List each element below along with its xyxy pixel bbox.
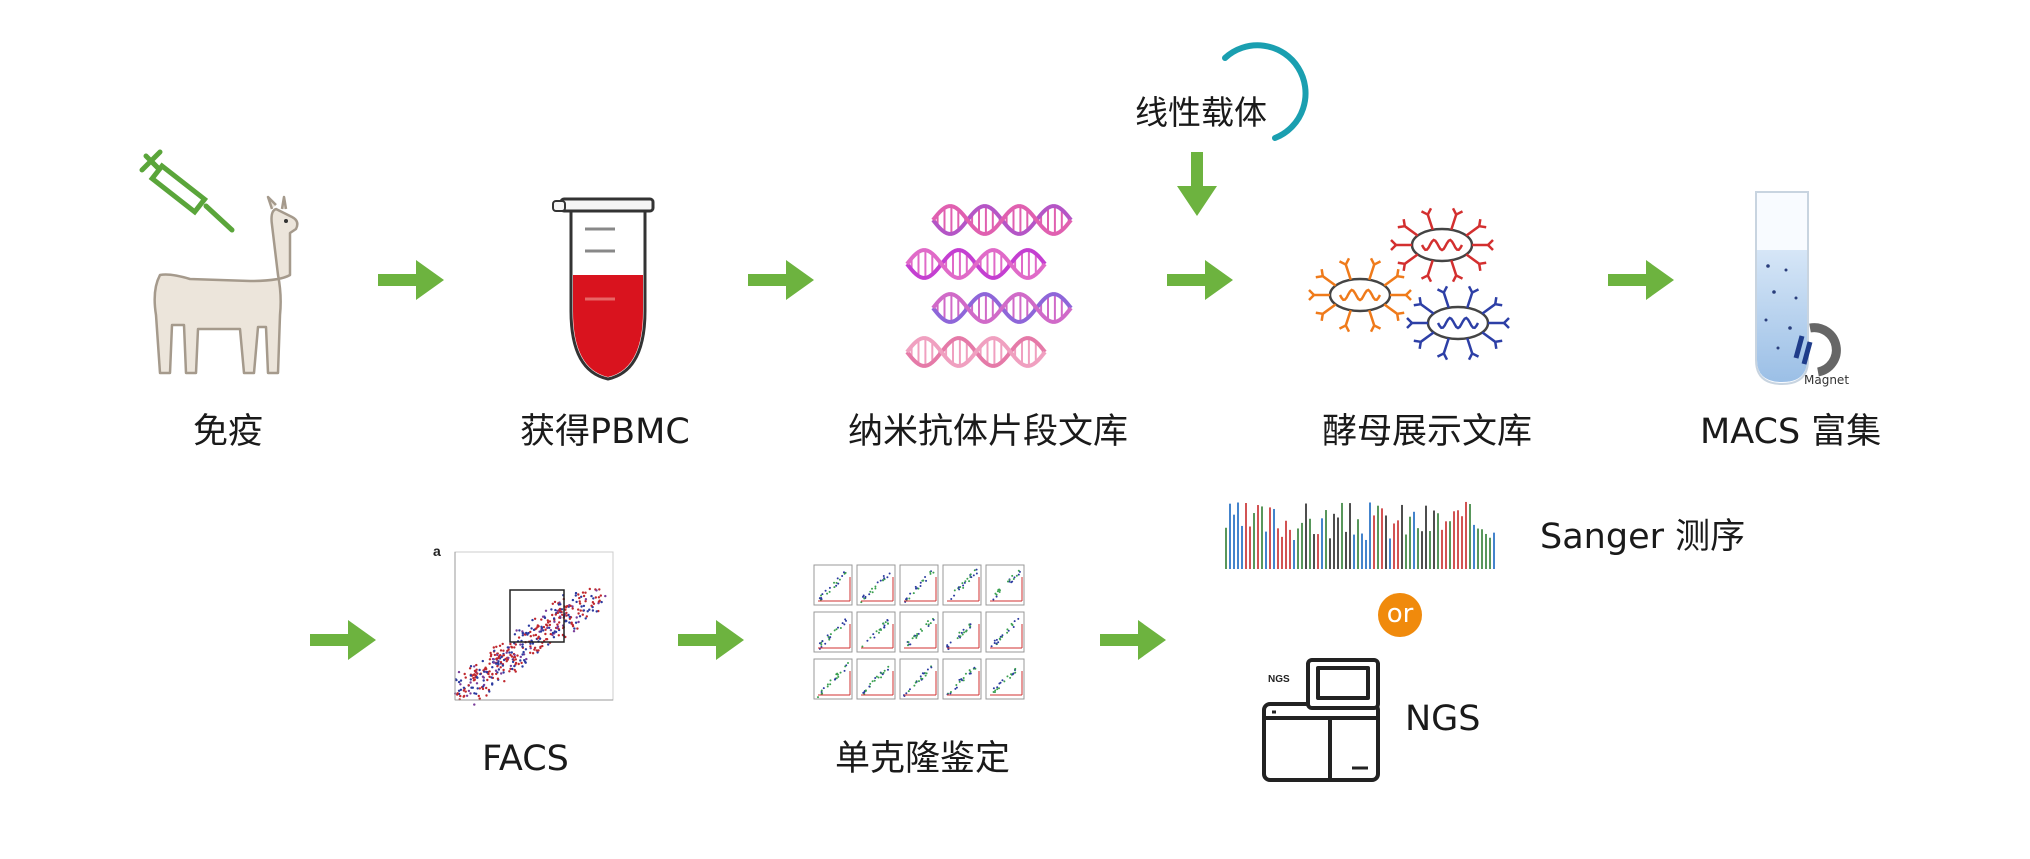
ngs-label: NGS: [1405, 699, 1481, 739]
arrow-right-icon: [310, 620, 376, 660]
arrow-right-icon: [378, 260, 444, 300]
step-yeast-library-label: 酵母展示文库: [1322, 412, 1533, 452]
sanger-label: Sanger 测序: [1540, 517, 1746, 557]
step-monoclonal-label: 单克隆鉴定: [835, 739, 1011, 779]
or-badge: or: [1378, 593, 1422, 637]
linear-vector-arc-icon: [1222, 42, 1309, 141]
arrow-right-icon: [748, 260, 814, 300]
arrow-right-icon: [678, 620, 744, 660]
ngs-machine-icon: NGS: [1262, 658, 1380, 782]
magnet-label: Magnet: [1804, 373, 1850, 387]
yeast-cells-icon: [1308, 207, 1510, 361]
arrow-right-icon: [1167, 260, 1233, 300]
arrow-down-icon: [1177, 152, 1217, 216]
step-macs-label: MACS 富集: [1700, 412, 1882, 452]
syringe-icon: [139, 149, 235, 233]
arrow-right-icon: [1100, 620, 1166, 660]
dna-helix-icon: [905, 204, 1073, 368]
alpaca-icon: [153, 195, 299, 375]
monoclonal-plots-icon: [813, 564, 1025, 700]
step-facs-label: FACS: [482, 739, 569, 779]
or-label: or: [1386, 599, 1414, 629]
facs-plot-icon: a: [433, 543, 614, 706]
step-pbmc-label: 获得PBMC: [520, 412, 690, 452]
macs-tube-icon: [1755, 191, 1841, 386]
arrow-right-icon: [1608, 260, 1674, 300]
sanger-chromatogram-icon: [1225, 501, 1495, 569]
step-immunize-label: 免疫: [193, 412, 264, 452]
blood-tube-icon: [552, 197, 655, 381]
step-nanobody-library-label: 纳米抗体片段文库: [848, 412, 1129, 452]
linear-vector-label: 线性载体: [1135, 93, 1267, 132]
facs-panel-letter: a: [433, 543, 441, 559]
ngs-machine-tag: NGS: [1268, 674, 1290, 685]
